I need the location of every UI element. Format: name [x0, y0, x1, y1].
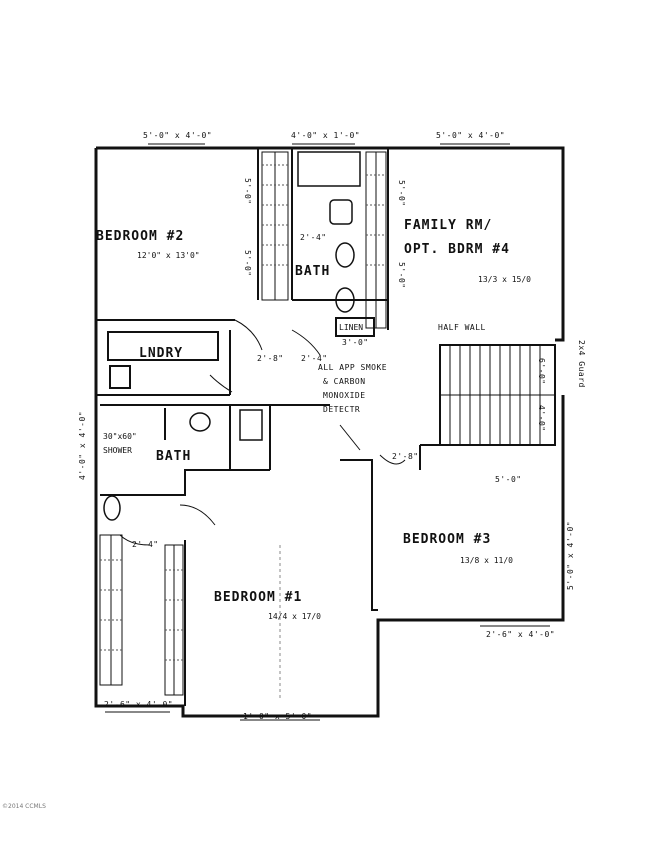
smoke-note-3: MONOXIDE — [323, 391, 366, 400]
wall-bath2-bottom — [100, 469, 270, 496]
family-room-label: FAMILY RM/ — [404, 218, 493, 233]
linen-label: LINEN — [339, 323, 364, 332]
dim-top-mid: 4'-0" x 1'-0" — [291, 131, 361, 140]
family-room-size: 13/3 x 15/0 — [478, 275, 531, 284]
exterior-wall-bottom-left — [94, 148, 565, 718]
laundry-counter — [107, 331, 219, 361]
stair-guard-note: 2x4 Guard — [577, 340, 586, 388]
dim-stair-a: 6'-0" — [537, 358, 546, 385]
bedroom3-label: BEDROOM #3 — [403, 532, 492, 547]
dim-top-left: 5'-0" x 4'-0" — [143, 131, 213, 140]
dim-bath-door: 2'-4" — [300, 233, 327, 242]
dim-linen-width: 3'-0" — [342, 338, 369, 347]
wall-bedroom1-right — [340, 459, 378, 611]
bedroom3-size: 13/8 x 11/0 — [460, 556, 513, 565]
dim-top-right: 5'-0" x 4'-0" — [436, 131, 506, 140]
dim-bottom-right: 2'-6" x 4'-0" — [486, 630, 556, 639]
smoke-note-4: DETECTR — [323, 405, 361, 414]
dim-bed1-door: 2'-8" — [392, 452, 419, 461]
stair-treads — [440, 345, 555, 445]
dim-family-closet-a: 5'-0" — [397, 180, 406, 207]
dim-hall-a: 2'-8" — [257, 354, 284, 363]
washer-icon — [109, 365, 131, 389]
bath-fixtures — [103, 151, 361, 521]
dim-bed2-closet-b: 5'-0" — [243, 250, 252, 277]
opt-bedroom4-label: OPT. BDRM #4 — [404, 242, 510, 257]
smoke-note-2: & CARBON — [323, 377, 366, 386]
shower-label: SHOWER — [103, 446, 132, 455]
exterior-wall-top-right — [96, 146, 565, 342]
upper-bath-label: BATH — [295, 264, 331, 279]
bedroom1-label: BEDROOM #1 — [214, 590, 303, 605]
door-swings — [119, 319, 406, 546]
bedroom2-label: BEDROOM #2 — [96, 229, 185, 244]
dim-family-closet-b: 5'-0" — [397, 262, 406, 289]
dim-stair-b: 4'-0" — [537, 405, 546, 432]
dim-left-side: 4'-0" x 4'-0" — [78, 410, 87, 480]
dim-lower-door: 2'-4" — [132, 540, 159, 549]
wall-bath2-top — [100, 404, 231, 470]
dim-hall-b: 2'-4" — [301, 354, 328, 363]
linen-closet — [335, 317, 375, 337]
bedroom2-size: 12'0" x 13'0" — [137, 251, 200, 260]
shower-size: 30"x60" — [103, 432, 137, 441]
bedroom1-size: 14/4 x 17/0 — [268, 612, 321, 621]
dim-stair-width: 5'-0" — [495, 475, 522, 484]
half-wall-note: HALF WALL — [438, 323, 486, 332]
dim-bottom-mid: 1'-0" x 5'-0" — [243, 712, 313, 721]
dimension-ticks — [105, 143, 550, 721]
dim-bed2-closet-a: 5'-0" — [243, 178, 252, 205]
lower-bath-label: BATH — [156, 449, 192, 464]
laundry-label: LNDRY — [139, 346, 184, 361]
smoke-note-1: ALL APP SMOKE — [318, 363, 388, 372]
dim-bottom-left: 2'-6" x 4'-0" — [104, 700, 174, 709]
copyright-watermark: ©2014 CCMLS — [2, 803, 46, 810]
dim-right-side: 5'-0" x 4'-0" — [566, 520, 575, 590]
